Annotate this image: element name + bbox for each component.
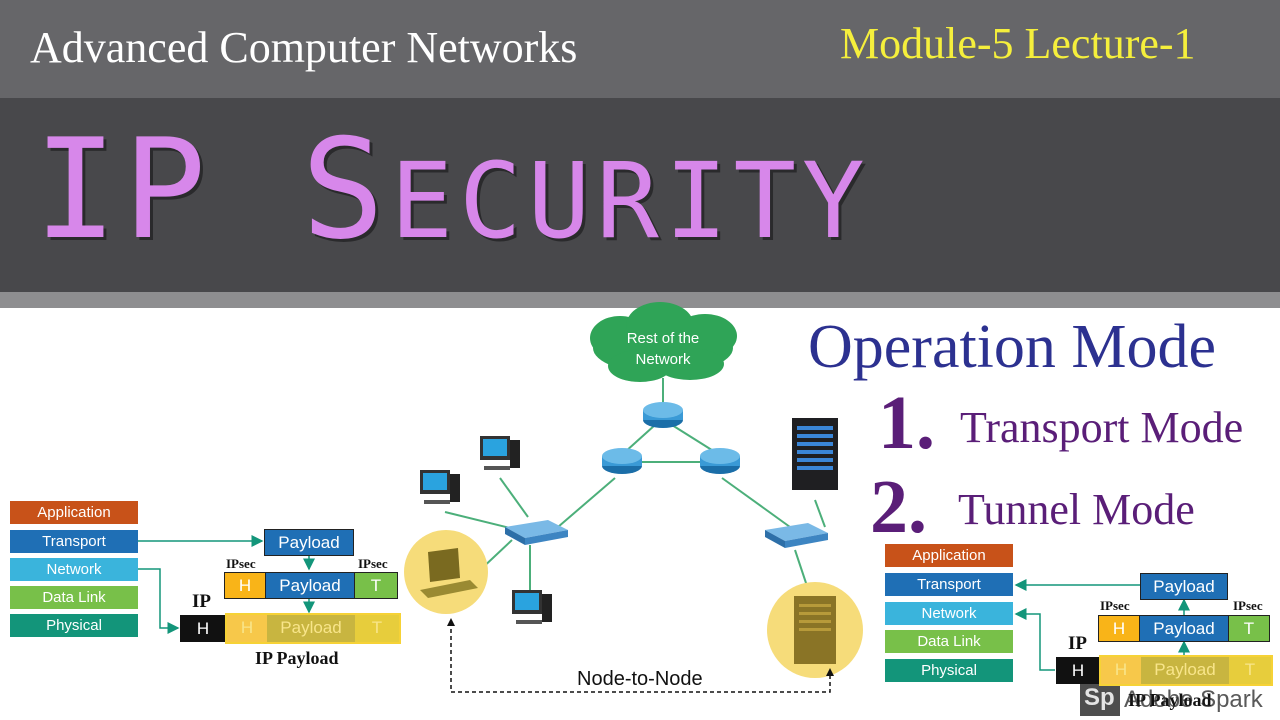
right-ipsec-trailer-label: IPsec	[1233, 598, 1263, 613]
left-ipsec-payload-box: Payload	[265, 572, 355, 599]
right-layer-network: Network	[885, 602, 1013, 625]
right-ip-payload-t: T	[1229, 657, 1271, 684]
right-ip-label: IP	[1068, 633, 1087, 654]
left-ipsec-header-label: IPsec	[226, 556, 256, 571]
page-title: IP SECURITY	[34, 115, 871, 276]
cloud-icon	[590, 302, 737, 382]
cloud-label: Rest of the Network	[610, 328, 716, 370]
server-node-highlighted	[767, 582, 863, 678]
right-ip-payload-box: H Payload T	[1099, 655, 1273, 686]
right-ipsec-payload-box: Payload	[1139, 615, 1229, 642]
right-ip-h-box: H	[1056, 657, 1100, 684]
computer-icon-2	[420, 470, 460, 504]
right-layer-physical: Physical	[885, 659, 1013, 682]
server-icon	[792, 418, 838, 490]
right-ip-payload-h: H	[1101, 657, 1141, 684]
left-ip-payload-t: T	[355, 615, 399, 642]
left-payload-box: Payload	[264, 529, 354, 556]
left-ipsec-h-box: H	[224, 572, 266, 599]
router-icon-left	[602, 448, 642, 474]
right-ip-payload-label: IP Payload	[1128, 690, 1212, 710]
left-ip-payload-payload: Payload	[267, 615, 355, 642]
right-ipsec-h-box: H	[1098, 615, 1140, 642]
watermark-text: Adobe Spark	[1124, 686, 1263, 713]
watermark-badge-text: Sp	[1084, 684, 1115, 711]
computer-icon-3	[512, 590, 552, 624]
mode-number-1: 1.	[878, 381, 935, 465]
title-bar	[0, 98, 1280, 292]
right-layer-datalink: Data Link	[885, 630, 1013, 653]
title-stripe	[0, 292, 1280, 308]
right-stack-arrows	[1014, 579, 1190, 671]
title-word-ecurity: ECURITY	[390, 140, 871, 262]
switch-icon-left	[505, 520, 568, 545]
mode-number-2: 2.	[870, 465, 927, 549]
cloud-label-line2: Network	[635, 351, 691, 368]
left-ip-label: IP	[192, 591, 211, 612]
switch-icon-right	[765, 523, 828, 548]
left-layer-physical: Physical	[10, 614, 138, 637]
right-layer-application: Application	[885, 544, 1013, 567]
watermark-badge-icon	[1080, 680, 1120, 716]
left-ip-h-box: H	[180, 615, 226, 642]
title-letter-i: I	[34, 109, 124, 270]
node-to-node-label: Node-to-Node	[577, 668, 703, 690]
right-ipsec-t-box: T	[1228, 615, 1270, 642]
module-lecture: Module-5 Lecture-1	[840, 19, 1196, 68]
right-layer-transport: Transport	[885, 573, 1013, 596]
left-ip-payload-box: H Payload T	[225, 613, 401, 644]
left-layer-application: Application	[10, 501, 138, 524]
header-bar	[0, 0, 1280, 98]
left-layer-datalink: Data Link	[10, 586, 138, 609]
title-letter-p: P	[123, 109, 213, 270]
cloud-label-line1: Rest of the	[626, 330, 700, 347]
node-to-node-link	[447, 618, 834, 693]
course-title: Advanced Computer Networks	[30, 23, 578, 72]
left-ip-payload-label: IP Payload	[255, 648, 339, 668]
mode-label-tunnel: Tunnel Mode	[958, 485, 1195, 534]
network-links	[444, 378, 826, 596]
left-ip-payload-h: H	[227, 615, 267, 642]
router-icon-right	[700, 448, 740, 474]
operation-mode-heading: Operation Mode	[808, 313, 1217, 381]
laptop-node-highlighted	[404, 530, 488, 614]
title-letter-s: S	[301, 109, 391, 270]
left-layer-transport: Transport	[10, 530, 138, 553]
right-payload-box: Payload	[1140, 573, 1228, 600]
left-ipsec-t-box: T	[354, 572, 398, 599]
computer-icon-1	[480, 436, 520, 470]
right-ipsec-header-label: IPsec	[1100, 598, 1130, 613]
mode-label-transport: Transport Mode	[960, 403, 1244, 452]
right-ip-payload-payload: Payload	[1141, 657, 1229, 684]
left-ipsec-trailer-label: IPsec	[358, 556, 388, 571]
left-layer-network: Network	[10, 558, 138, 581]
left-stack-arrows	[138, 535, 315, 634]
router-icon-top	[643, 402, 683, 428]
